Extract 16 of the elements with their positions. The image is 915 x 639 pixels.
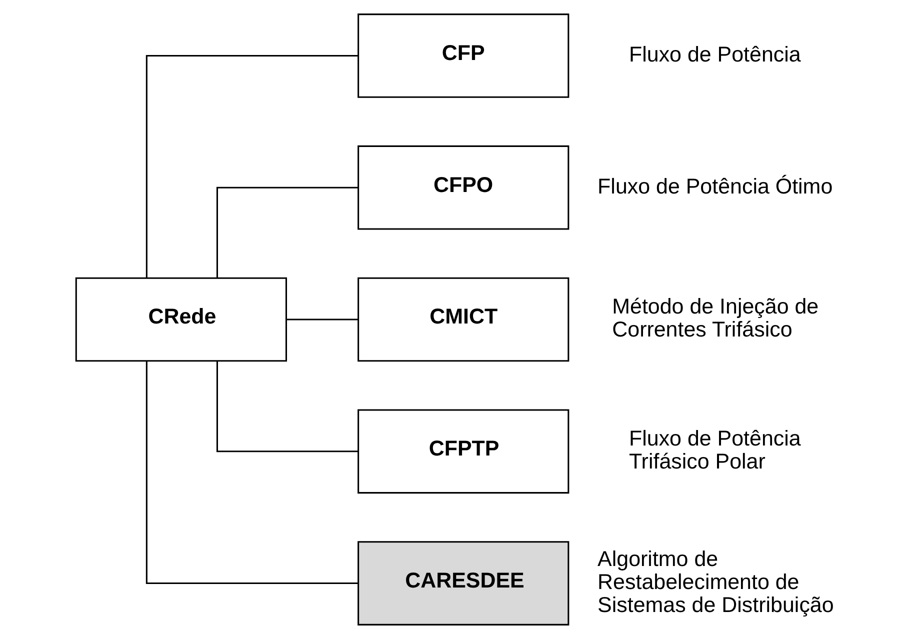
connector: [216, 186, 358, 278]
node-box: CRede: [74, 277, 286, 362]
connector: [286, 318, 358, 320]
connector: [145, 361, 358, 584]
node-box: CFP: [357, 14, 569, 98]
node-label: Algoritmo de Restabelecimento de Sistemas de Distribuição: [597, 546, 834, 617]
node-box: CMICT: [357, 277, 569, 362]
connector: [216, 361, 358, 452]
connector: [145, 54, 358, 278]
node-label: Método de Injeção de Correntes Trifásico: [612, 294, 818, 342]
node-box: CFPO: [357, 145, 569, 230]
node-label: Fluxo de Potência Trifásico Polar: [628, 426, 800, 474]
node-label: Fluxo de Potência: [628, 42, 800, 66]
node-box: CFPTP: [357, 409, 569, 494]
node-box: CARESDEE: [357, 541, 569, 626]
node-label: Fluxo de Potência Ótimo: [597, 174, 832, 198]
